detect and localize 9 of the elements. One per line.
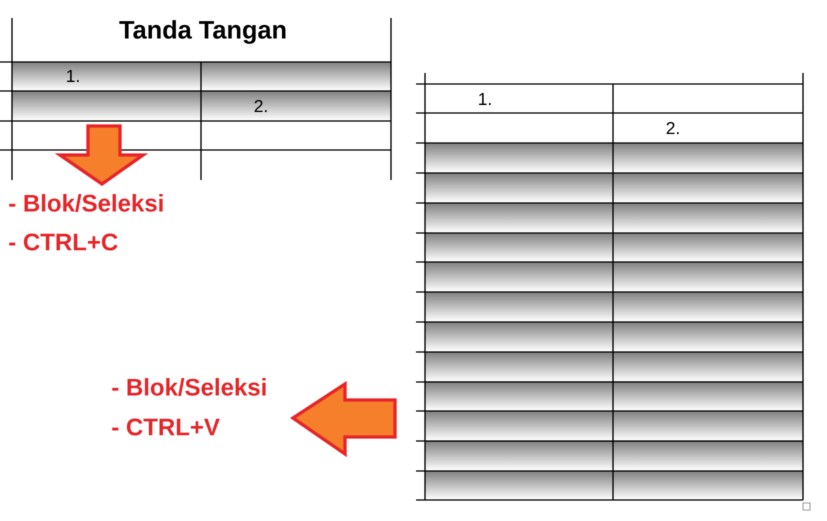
instruction-text: - Blok/Seleksi [112,378,266,396]
cell-text: 2. [254,100,267,112]
cell-text: 1. [479,93,491,105]
instruction-text: - CTRL+V [112,418,220,436]
instruction-text: - CTRL+C [9,234,118,250]
cell-text: 2. [666,122,679,134]
cell-text: 1. [67,70,79,82]
table-header: Tanda Tangan [119,20,286,44]
instruction-text: - Blok/Seleksi [9,194,163,212]
